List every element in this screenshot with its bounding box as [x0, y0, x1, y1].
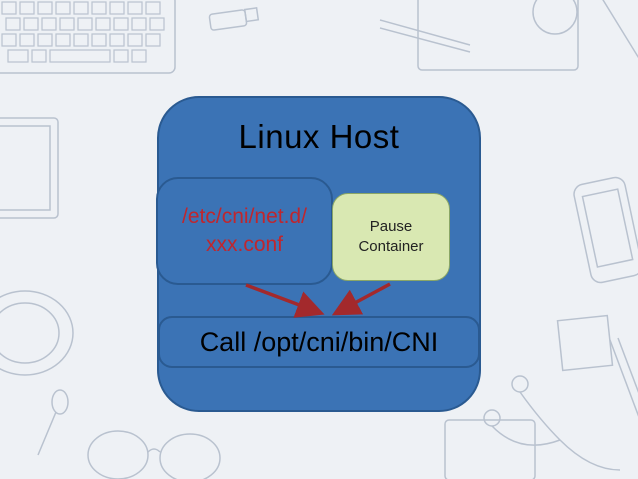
coffee-cup-sketch: [0, 290, 74, 376]
config-to-call-arrow: [245, 283, 325, 318]
pause-container-box: Pause Container: [332, 193, 450, 281]
linux-host-title: Linux Host: [238, 118, 400, 155]
usb-stick-sketch: [208, 7, 260, 31]
notebook-sketch: [379, 0, 638, 71]
call-cni-box: Call /opt/cni/bin/CNI: [158, 316, 480, 368]
cni-config-file: xxx.conf: [205, 233, 284, 256]
call-cni-label: Call /opt/cni/bin/CNI: [199, 326, 439, 357]
pause-to-call-arrow: [331, 282, 391, 316]
card-sketch: [444, 419, 536, 479]
pause-container-label-line1: Pause: [369, 218, 413, 235]
pause-container-label-line2: Container: [358, 238, 424, 255]
tablet-sketch: [0, 117, 59, 219]
phone-sketch: [573, 176, 638, 284]
earphones-sketch: [483, 375, 621, 471]
cni-config-path: /etc/cni/net.d/: [182, 205, 307, 228]
keyboard-sketch: [0, 0, 176, 74]
pen-sketch: [609, 337, 638, 417]
cni-config-box: /etc/cni/net.d/ xxx.conf: [156, 177, 333, 285]
glasses-sketch: [87, 430, 221, 479]
spoon-sketch: [37, 389, 69, 456]
